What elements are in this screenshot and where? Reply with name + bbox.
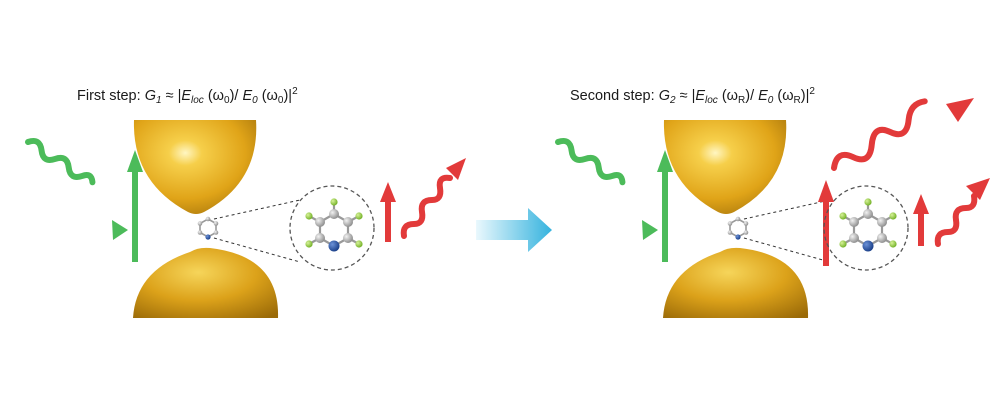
arg2-open: (ω: [777, 88, 794, 104]
scattered-light-wave-large-icon: [831, 98, 974, 171]
gain-symbol: G: [658, 88, 670, 104]
abs-bar-open: |: [691, 88, 696, 104]
gold-nanoparticle-top: [133, 120, 257, 214]
gold-nanoparticle-bottom: [663, 247, 809, 318]
arg2-subscript: R: [793, 95, 801, 106]
caption-prefix: First step:: [77, 88, 141, 104]
pyridine-molecule-icon: [304, 197, 364, 253]
local-field-subscript: loc: [705, 95, 718, 106]
exponent: 2: [809, 86, 815, 97]
local-field-symbol: E: [181, 88, 192, 104]
gold-nanoparticle-top: [663, 120, 787, 214]
raman-polarization-arrow-icon: [380, 182, 396, 242]
arg2-subscript: 0: [277, 95, 284, 106]
caption-prefix: Second step:: [570, 88, 655, 104]
pyridine-molecule-icon: [838, 197, 898, 253]
arg2-close: ): [283, 88, 289, 104]
scattered-light-wave-icon: [934, 178, 990, 247]
gain-subscript: 1: [155, 95, 162, 106]
first-step-panel: [25, 120, 466, 318]
raman-polarization-arrow-icon: [913, 194, 929, 246]
scattered-light-wave-icon: [400, 158, 466, 239]
excitation-polarization-arrow-icon: [127, 150, 143, 262]
zoom-circle: [823, 185, 909, 271]
exponent: 2: [292, 86, 298, 97]
gap-molecule-icon: [196, 215, 220, 241]
enhanced-field-arrow-icon: [818, 180, 834, 266]
right-arrow-icon: [476, 208, 552, 252]
incident-light-wave-icon: [555, 137, 658, 240]
second-step-panel: [555, 98, 990, 318]
abs-bar-close: |: [805, 88, 810, 104]
second-step-caption: Second step: G2 ≈ |Eloc (ωR)/ E0 (ωR)|2: [570, 86, 815, 106]
gain-symbol: G: [144, 88, 156, 104]
incident-light-wave-icon: [25, 137, 128, 240]
incident-field-symbol: E: [242, 88, 253, 104]
gold-nanoparticle-bottom: [133, 247, 279, 318]
first-step-caption: First step: G1 ≈ |Eloc (ω0)/ E0 (ω0)|2: [77, 86, 298, 106]
arg-open: (ω: [207, 88, 224, 104]
gain-subscript: 2: [669, 95, 676, 106]
abs-bar-open: |: [177, 88, 182, 104]
approx-sign: ≈: [165, 88, 174, 104]
local-field-symbol: E: [695, 88, 706, 104]
excitation-polarization-arrow-icon: [657, 150, 673, 262]
arg-open: (ω: [721, 88, 738, 104]
gap-molecule-icon: [726, 215, 750, 241]
incident-field-symbol: E: [758, 88, 768, 104]
incident-field-subscript: 0: [252, 95, 258, 106]
incident-field-subscript: 0: [767, 95, 774, 106]
zoom-guide-lines: [213, 199, 301, 263]
arg-subscript: R: [738, 95, 746, 106]
approx-sign: ≈: [679, 88, 688, 104]
arg2-open: (ω: [261, 88, 278, 104]
arg-close: )/: [229, 88, 239, 104]
arg-close: )/: [745, 88, 755, 104]
abs-bar-close: |: [288, 88, 293, 104]
zoom-guide-lines: [743, 199, 831, 263]
local-field-subscript: loc: [191, 95, 204, 106]
arg-subscript: 0: [224, 95, 230, 106]
zoom-circle: [289, 185, 375, 271]
arg2-close: ): [800, 88, 806, 104]
